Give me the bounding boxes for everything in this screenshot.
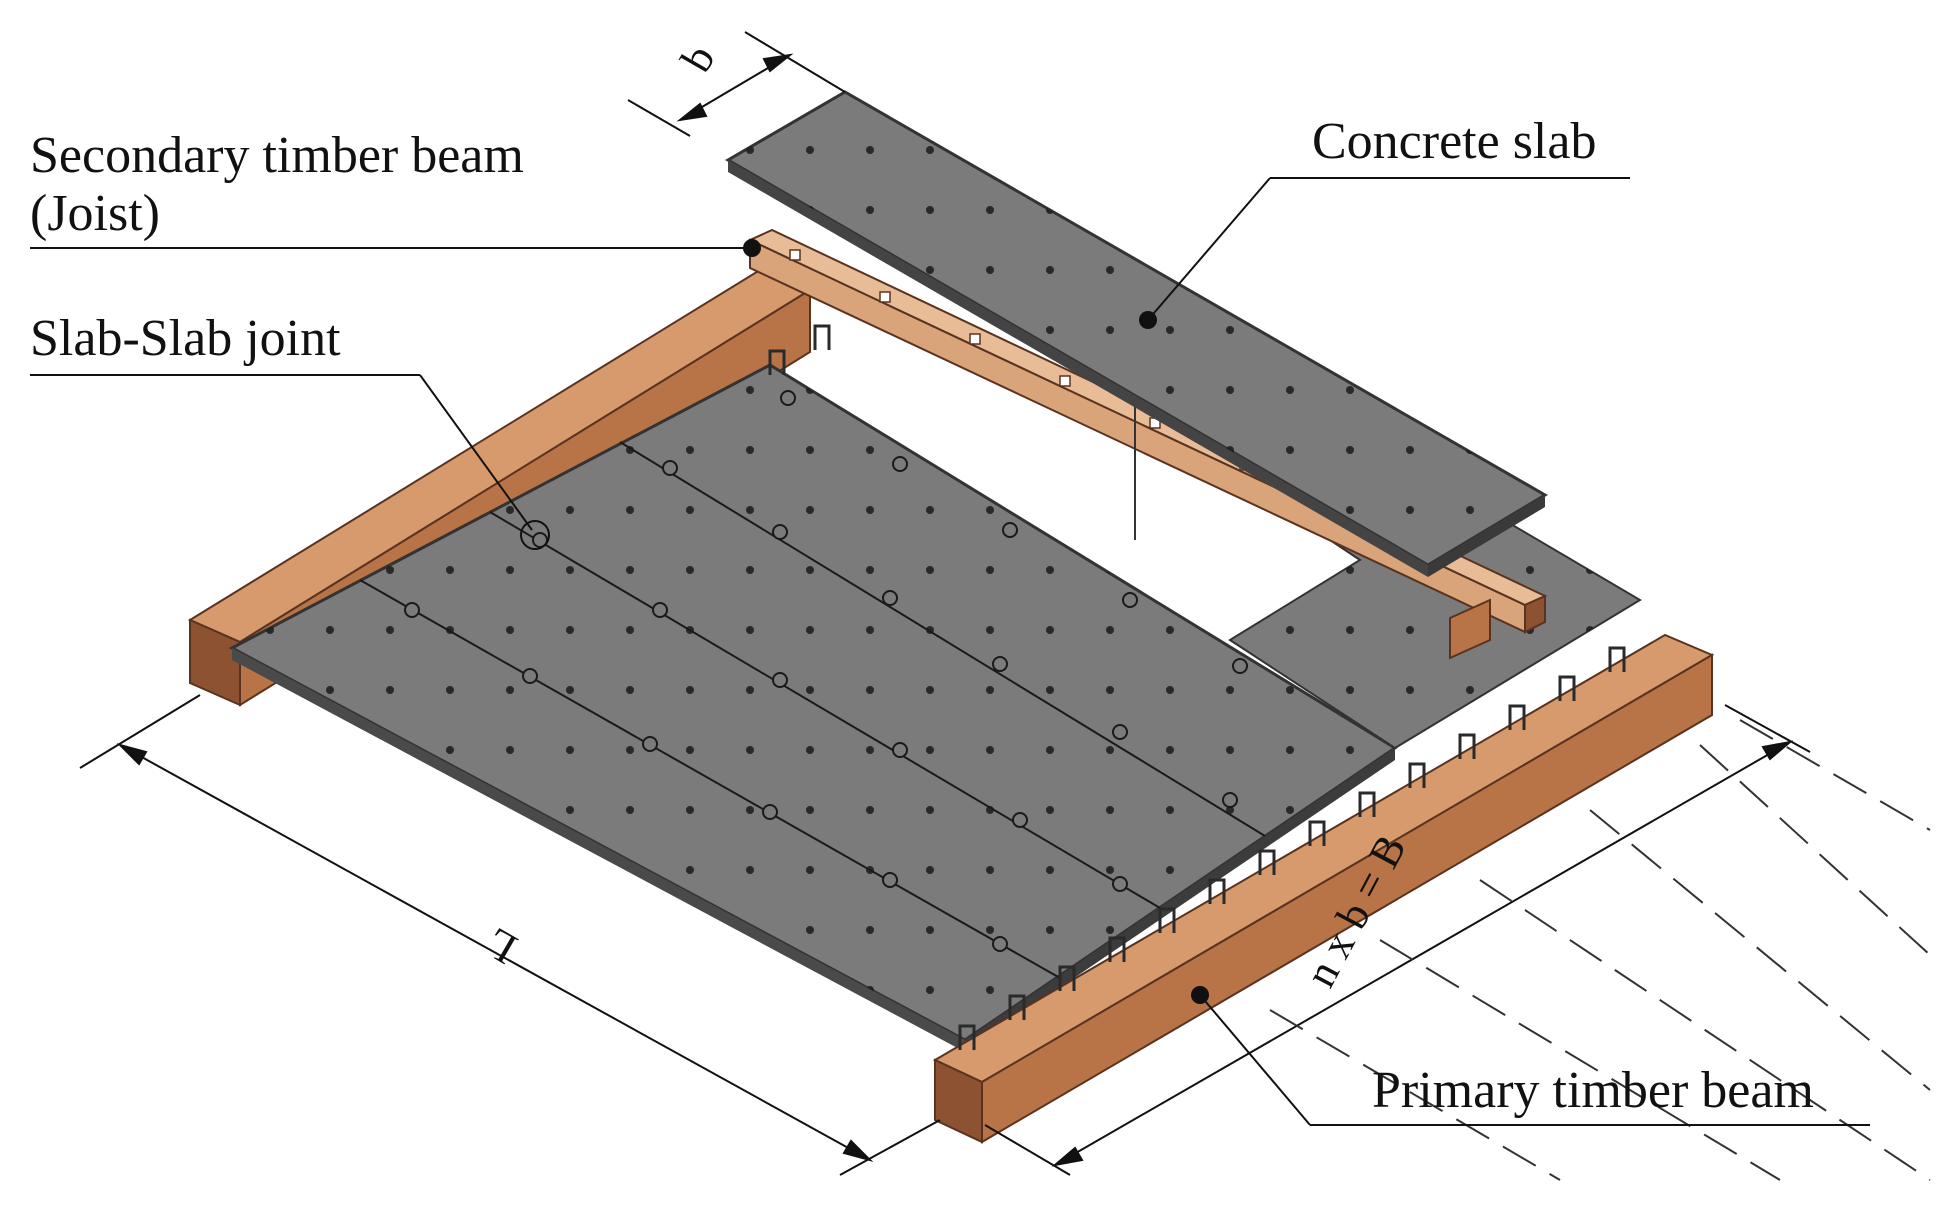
dimension-B [984,704,1811,1176]
callout-slab-joint: Slab-Slab joint [30,310,550,550]
dimension-b [627,31,846,137]
dimension-L [79,694,941,1176]
callout-concrete-slab: Concrete slab [1139,113,1630,329]
front-primary-beam [932,633,1715,1144]
callout-primary-beam: Primary timber beam [1191,986,1870,1126]
joist-connectors [768,324,1626,1050]
joint-line [489,511,1161,909]
callout-secondary-beam: Secondary timber beam (Joist) [30,127,761,257]
slab-joint-label: Slab-Slab joint [30,310,341,367]
concrete-deck [228,363,1398,1052]
primary-beam-label: Primary timber beam [1372,1062,1814,1119]
secondary-beam-label-line2: (Joist) [30,185,160,242]
secondary-beam-label-line1: Secondary timber beam [30,127,524,184]
concrete-slab-label: Concrete slab [1312,113,1596,170]
extension-lines [1269,719,1931,1181]
exploded-concrete-slab [725,90,1548,577]
dimension-b-label: b [671,36,724,80]
joint-connectors [404,390,1248,952]
joint-line [359,579,1061,979]
joint-line [619,441,1266,837]
